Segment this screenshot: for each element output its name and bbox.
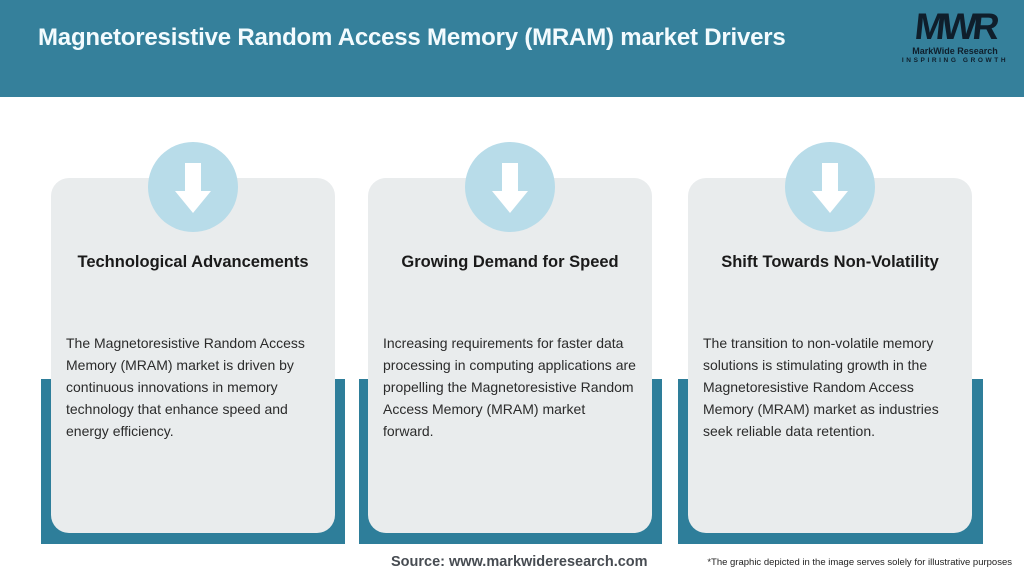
card-title: Technological Advancements bbox=[77, 253, 309, 271]
down-arrow-badge bbox=[148, 142, 238, 232]
card-body: The transition to non-volatile memory so… bbox=[703, 335, 939, 439]
down-arrow-icon bbox=[810, 157, 850, 217]
logo-tagline: INSPIRING GROWTH bbox=[901, 57, 1009, 64]
page-title: Magnetoresistive Random Access Memory (M… bbox=[38, 24, 786, 51]
driver-card-growing-demand-for-speed: Growing Demand for Speed Increasing requ… bbox=[368, 142, 652, 533]
down-arrow-icon bbox=[173, 157, 213, 217]
source-attribution: Source: www.markwideresearch.com bbox=[391, 554, 648, 570]
card-title: Shift Towards Non-Volatility bbox=[721, 253, 939, 271]
driver-card-technological-advancements: Technological Advancements The Magnetore… bbox=[51, 142, 335, 533]
markwide-logo: MWR MarkWide Research INSPIRING GROWTH bbox=[900, 6, 1010, 65]
down-arrow-badge bbox=[465, 142, 555, 232]
down-arrow-icon bbox=[490, 157, 530, 217]
card-title: Growing Demand for Speed bbox=[401, 253, 619, 271]
down-arrow-badge bbox=[785, 142, 875, 232]
logo-name: MarkWide Research bbox=[912, 46, 998, 56]
driver-card-shift-towards-non-volatility: Shift Towards Non-Volatility The transit… bbox=[688, 142, 972, 533]
header-bar: Magnetoresistive Random Access Memory (M… bbox=[0, 0, 1024, 97]
disclaimer-note: *The graphic depicted in the image serve… bbox=[707, 557, 1012, 568]
logo-monogram: MWR bbox=[912, 6, 998, 47]
card-body: Increasing requirements for faster data … bbox=[383, 335, 636, 439]
card-body: The Magnetoresistive Random Access Memor… bbox=[66, 335, 305, 439]
